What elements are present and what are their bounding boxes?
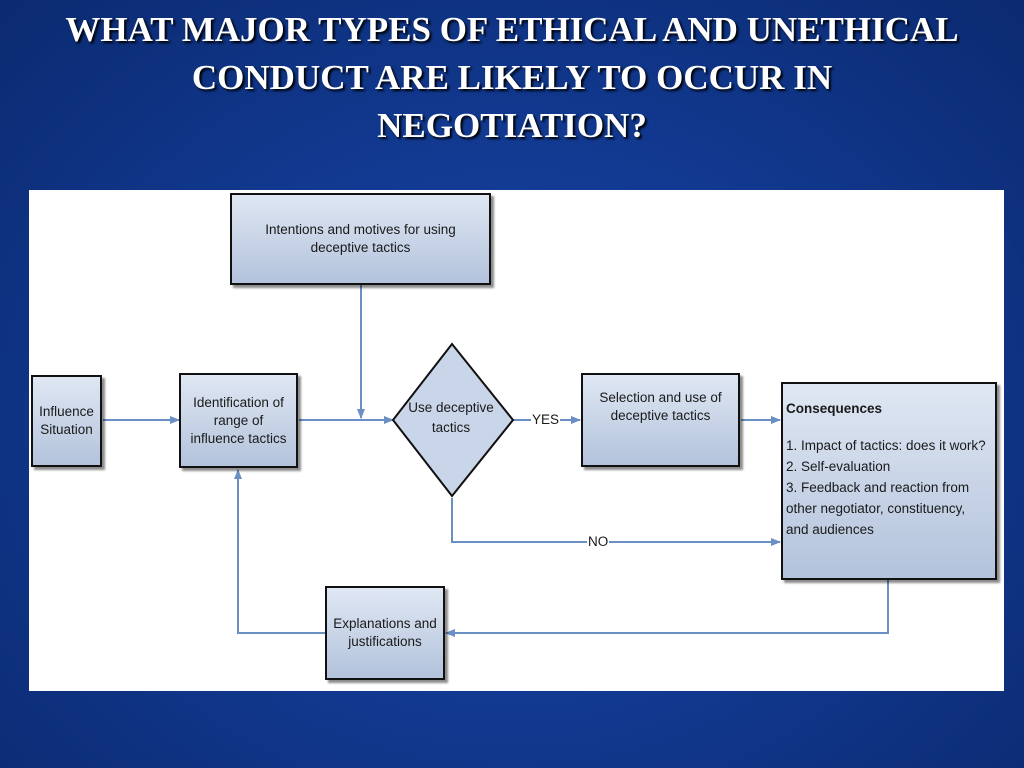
explanations-label: Explanations and justifications xyxy=(333,616,437,649)
intentions-label: Intentions and motives for using decepti… xyxy=(265,222,456,255)
edge-explanations-to-identification xyxy=(234,469,325,634)
influence-situation-label: Influence Situation xyxy=(39,404,94,437)
yes-edge-label: YES xyxy=(531,412,561,428)
slide-title: WHAT MAJOR TYPES OF ETHICAL AND UNETHICA… xyxy=(65,10,959,145)
consequences-heading: Consequences xyxy=(786,401,883,416)
consequence-item: 1. Impact of tactics: does it work? xyxy=(786,438,986,453)
consequence-item: 3. Feedback and reaction from other nego… xyxy=(786,480,970,537)
consequence-item: 2. Self-evaluation xyxy=(786,459,891,474)
decision-diamond xyxy=(391,342,515,498)
connector-layer xyxy=(103,285,889,637)
consequences-box: Consequences 1. Impact of tactics: does … xyxy=(781,382,997,580)
decision-label: Use deceptive tactics xyxy=(408,400,494,435)
selection-label: Selection and use of deceptive tactics xyxy=(599,390,722,423)
intentions-box: Intentions and motives for using decepti… xyxy=(230,193,491,285)
edge-decision-no-to-consequences xyxy=(451,498,781,546)
selection-box: Selection and use of deceptive tactics xyxy=(581,373,740,467)
identification-box: Identification of range of influence tac… xyxy=(179,373,298,468)
no-edge-label: NO xyxy=(587,534,610,550)
diagram-panel: Intentions and motives for using decepti… xyxy=(29,190,1004,691)
identification-label: Identification of range of influence tac… xyxy=(190,394,287,446)
edge-consequences-to-explanations xyxy=(445,580,889,637)
influence-situation-box: Influence Situation xyxy=(31,375,102,467)
explanations-box: Explanations and justifications xyxy=(325,586,445,680)
